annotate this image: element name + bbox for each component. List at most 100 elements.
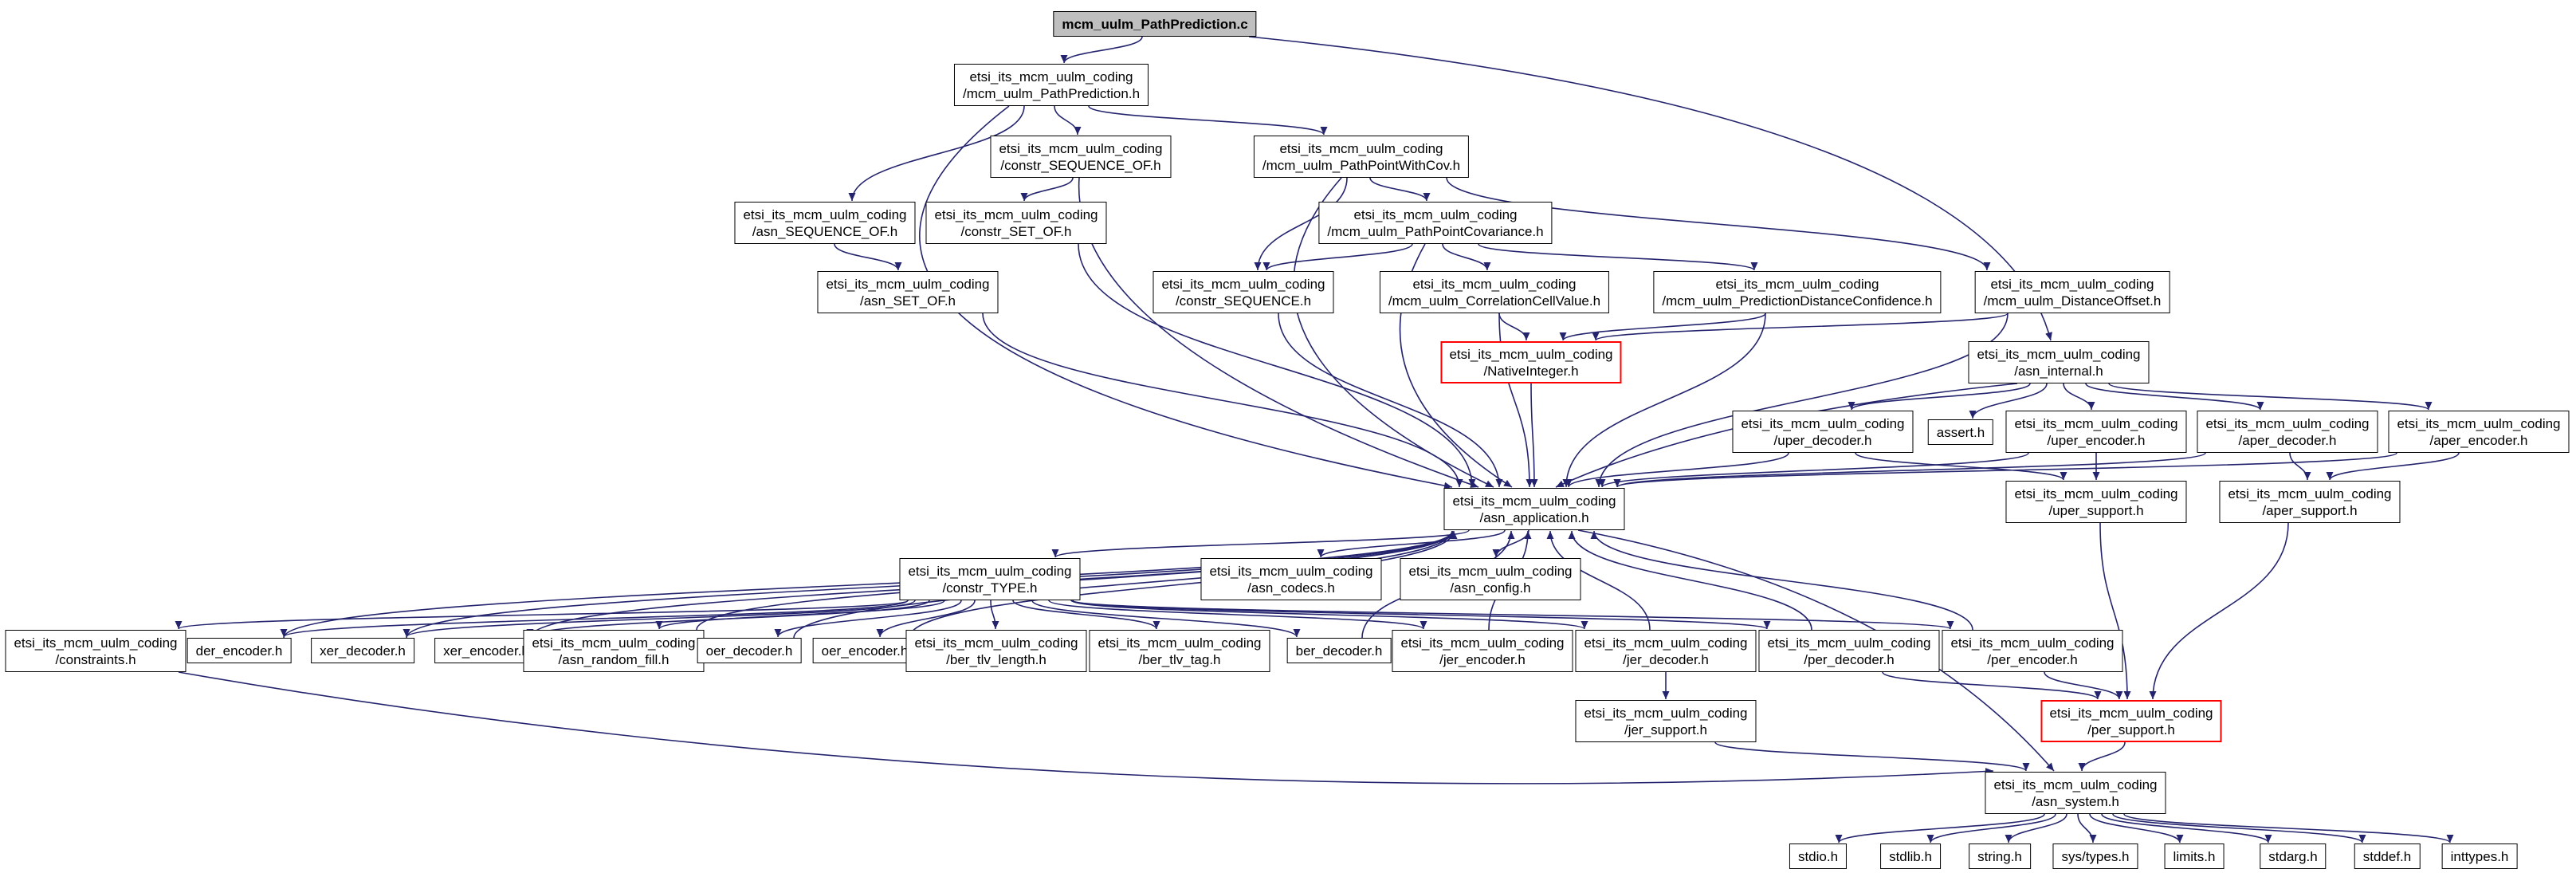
include-edge-pathpointwithcov-to-pathpointcovariance <box>1369 177 1431 202</box>
include-edge-predictiondistanceconfidence-to-asn_application <box>1562 313 1766 488</box>
graph-node-jer_decoder[interactable]: etsi_its_mcm_uulm_coding/jer_decoder.h <box>1575 630 1757 672</box>
graph-node-asn_sequence_of[interactable]: etsi_its_mcm_uulm_coding/asn_SEQUENCE_OF… <box>734 202 916 244</box>
graph-node-label: etsi_its_mcm_uulm_coding <box>1412 277 1577 292</box>
include-edge-per_decoder-to-asn_application <box>1568 530 1812 631</box>
graph-node-jer_support[interactable]: etsi_its_mcm_uulm_coding/jer_support.h <box>1575 700 1757 742</box>
graph-node-asn_set_of[interactable]: etsi_its_mcm_uulm_coding/asn_SET_OF.h <box>817 271 999 313</box>
include-edge-constr_type-to-jer_encoder <box>1048 600 1427 630</box>
include-edge-constr_type-to-constraints <box>175 600 909 630</box>
include-edge-pathpointcovariance-to-constr_sequence <box>1262 243 1413 271</box>
graph-node-label: string.h <box>1977 849 2022 864</box>
graph-node-label: /uper_support.h <box>2048 503 2144 518</box>
include-edge-per_support-to-asn_system <box>2078 741 2126 772</box>
include-edge-asn_internal-to-aper_decoder <box>2085 383 2264 411</box>
graph-node-predictiondistanceconfidence[interactable]: etsi_its_mcm_uulm_coding/mcm_uulm_Predic… <box>1653 271 1942 313</box>
graph-node-constr_sequence_of[interactable]: etsi_its_mcm_uulm_coding/constr_SEQUENCE… <box>990 136 1172 178</box>
include-edge-asn_system-to-limits_h <box>2089 813 2184 844</box>
include-edge-asn_internal-to-uper_decoder <box>1848 383 2031 411</box>
include-edge-aper_encoder-to-asn_application <box>1613 452 2397 488</box>
graph-node-label: xer_encoder.h <box>443 643 529 659</box>
graph-node-label: etsi_its_mcm_uulm_coding <box>1400 635 1565 651</box>
include-edge-constr_type-to-asn_random_fill <box>655 600 945 630</box>
graph-node-ber_tlv_tag[interactable]: etsi_its_mcm_uulm_coding/ber_tlv_tag.h <box>1089 630 1270 672</box>
graph-node-jer_encoder[interactable]: etsi_its_mcm_uulm_coding/jer_encoder.h <box>1392 630 1573 672</box>
graph-node-inttypes_h: inttypes.h <box>2441 844 2518 869</box>
include-edge-distanceoffset-to-nativeinteger <box>1592 313 2009 341</box>
graph-node-distanceoffset[interactable]: etsi_its_mcm_uulm_coding/mcm_uulm_Distan… <box>1974 271 2170 313</box>
include-edge-asn_system-to-stdio_h <box>1835 813 2045 844</box>
graph-node-label: /constraints.h <box>55 652 136 667</box>
graph-node-label: /jer_decoder.h <box>1623 652 1709 667</box>
graph-node-per_decoder[interactable]: etsi_its_mcm_uulm_coding/per_decoder.h <box>1758 630 1940 672</box>
graph-node-asn_system[interactable]: etsi_its_mcm_uulm_coding/asn_system.h <box>1985 772 2166 814</box>
graph-node-label: stdio.h <box>1797 849 1839 864</box>
graph-node-label: stddef.h <box>2362 849 2412 864</box>
graph-node-label: stdlib.h <box>1889 849 1932 864</box>
graph-node-asn_config[interactable]: etsi_its_mcm_uulm_coding/asn_config.h <box>1400 558 1581 600</box>
graph-node-constraints[interactable]: etsi_its_mcm_uulm_coding/constraints.h <box>5 630 187 672</box>
graph-node-pathpointcovariance[interactable]: etsi_its_mcm_uulm_coding/mcm_uulm_PathPo… <box>1318 202 1553 244</box>
graph-node-label: /mcm_uulm_PathPointWithCov.h <box>1262 158 1461 173</box>
graph-node-label: etsi_its_mcm_uulm_coding <box>2397 416 2561 431</box>
include-edge-pathprediction_h-to-constr_sequence_of <box>1054 105 1082 136</box>
include-edge-constr_type-to-ber_tlv_length <box>990 600 999 630</box>
graph-node-label: etsi_its_mcm_uulm_coding <box>1449 347 1613 362</box>
graph-node-aper_encoder[interactable]: etsi_its_mcm_uulm_coding/aper_encoder.h <box>2388 411 2570 453</box>
graph-node-uper_support[interactable]: etsi_its_mcm_uulm_coding/uper_support.h <box>2005 481 2187 523</box>
graph-node-label: /constr_SEQUENCE_OF.h <box>1000 158 1161 173</box>
graph-node-pathprediction_h[interactable]: etsi_its_mcm_uulm_coding/mcm_uulm_PathPr… <box>953 64 1149 106</box>
graph-node-constr_sequence[interactable]: etsi_its_mcm_uulm_coding/constr_SEQUENCE… <box>1153 271 1334 313</box>
graph-node-label: /ber_tlv_tag.h <box>1138 652 1221 667</box>
include-edge-nativeinteger-to-asn_application <box>1530 383 1538 488</box>
graph-node-label: etsi_its_mcm_uulm_coding <box>1098 635 1262 651</box>
graph-node-label: oer_encoder.h <box>821 643 909 659</box>
graph-node-label: etsi_its_mcm_uulm_coding <box>1584 706 1748 721</box>
include-edge-constr_type-to-per_decoder <box>1072 600 1771 630</box>
graph-node-aper_support[interactable]: etsi_its_mcm_uulm_coding/aper_support.h <box>2219 481 2401 523</box>
graph-node-constr_type[interactable]: etsi_its_mcm_uulm_coding/constr_TYPE.h <box>899 558 1081 600</box>
graph-node-ber_tlv_length[interactable]: etsi_its_mcm_uulm_coding/ber_tlv_length.… <box>905 630 1087 672</box>
graph-node-per_support[interactable]: etsi_its_mcm_uulm_coding/per_support.h <box>2040 700 2222 742</box>
graph-node-pathpointwithcov[interactable]: etsi_its_mcm_uulm_coding/mcm_uulm_PathPo… <box>1253 136 1470 178</box>
include-edge-aper_decoder-to-aper_support <box>2289 452 2311 481</box>
include-edge-asn_internal-to-uper_encoder <box>2063 383 2095 411</box>
graph-node-limits_h: limits.h <box>2164 844 2225 869</box>
include-edge-pathpointwithcov-to-distanceoffset <box>1446 177 1991 271</box>
graph-node-stdio_h: stdio.h <box>1789 844 1848 869</box>
graph-node-der_encoder: der_encoder.h <box>187 638 292 663</box>
graph-node-label: etsi_its_mcm_uulm_coding <box>1161 277 1325 292</box>
graph-node-constr_set_of[interactable]: etsi_its_mcm_uulm_coding/constr_SET_OF.h <box>925 202 1107 244</box>
graph-node-asn_application[interactable]: etsi_its_mcm_uulm_coding/asn_application… <box>1443 488 1625 530</box>
include-edge-per_decoder-to-per_support <box>1882 671 2102 700</box>
graph-node-label: /asn_random_fill.h <box>558 652 670 667</box>
include-edge-asn_sequence_of-to-asn_set_of <box>834 243 902 271</box>
graph-node-uper_decoder[interactable]: etsi_its_mcm_uulm_coding/uper_decoder.h <box>1732 411 1914 453</box>
graph-node-label: /ber_tlv_length.h <box>946 652 1046 667</box>
graph-node-label: etsi_its_mcm_uulm_coding <box>1209 564 1373 579</box>
graph-node-xer_decoder: xer_decoder.h <box>311 638 414 663</box>
graph-node-label: oer_decoder.h <box>705 643 793 659</box>
graph-node-label: etsi_its_mcm_uulm_coding <box>1767 635 1931 651</box>
include-edge-asn_application-to-constr_type <box>1051 529 1470 558</box>
include-edge-asn_system-to-sys_types_h <box>2077 813 2097 844</box>
graph-node-correlationcellvalue[interactable]: etsi_its_mcm_uulm_coding/mcm_uulm_Correl… <box>1379 271 1610 313</box>
graph-node-label: etsi_its_mcm_uulm_coding <box>1741 416 1905 431</box>
graph-node-label: xer_decoder.h <box>320 643 406 659</box>
include-edge-pathpointwithcov-to-constr_sequence <box>1254 177 1348 271</box>
graph-node-asn_random_fill[interactable]: etsi_its_mcm_uulm_coding/asn_random_fill… <box>523 630 705 672</box>
graph-node-label: /mcm_uulm_DistanceOffset.h <box>1983 293 2162 309</box>
graph-node-asn_internal[interactable]: etsi_its_mcm_uulm_coding/asn_internal.h <box>1968 341 2150 383</box>
graph-node-label: etsi_its_mcm_uulm_coding <box>1353 207 1518 222</box>
graph-node-label: etsi_its_mcm_uulm_coding <box>2014 486 2178 501</box>
graph-node-asn_codecs[interactable]: etsi_its_mcm_uulm_coding/asn_codecs.h <box>1200 558 1382 600</box>
include-edge-constr_type-to-der_encoder <box>280 600 909 638</box>
graph-node-uper_encoder[interactable]: etsi_its_mcm_uulm_coding/uper_encoder.h <box>2005 411 2187 453</box>
graph-node-label: inttypes.h <box>2450 849 2509 864</box>
graph-node-aper_decoder[interactable]: etsi_its_mcm_uulm_coding/aper_decoder.h <box>2197 411 2378 453</box>
graph-node-ber_decoder: ber_decoder.h <box>1286 638 1392 663</box>
graph-node-nativeinteger[interactable]: etsi_its_mcm_uulm_coding/NativeInteger.h <box>1440 341 1622 383</box>
include-edge-asn_application-to-asn_system <box>1577 529 2055 772</box>
graph-node-per_encoder[interactable]: etsi_its_mcm_uulm_coding/per_encoder.h <box>1942 630 2123 672</box>
